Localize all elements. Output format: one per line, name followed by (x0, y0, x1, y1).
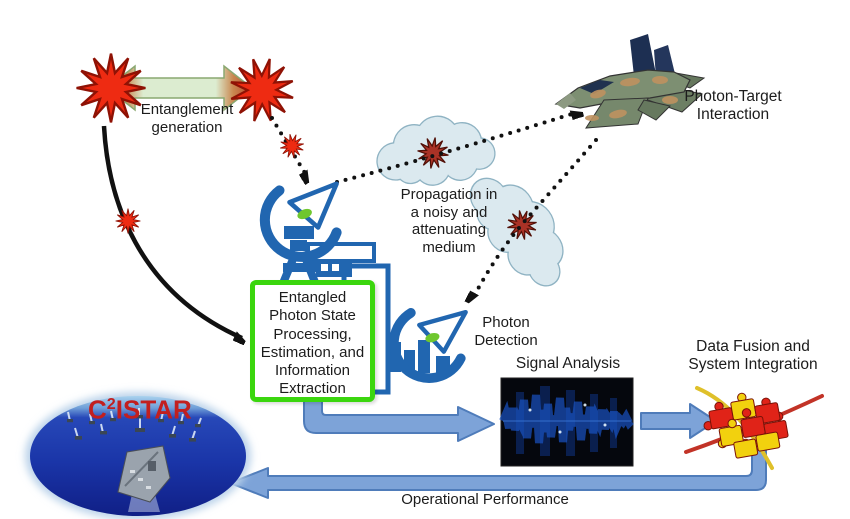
dotted-path-icon (335, 110, 578, 184)
signal-analysis-label: Signal Analysis (515, 355, 621, 372)
processing-box: Entangled Photon State Processing, Estim… (250, 280, 375, 402)
c2istar-label: C2ISTAR (88, 394, 192, 425)
flow-arrow-icon (303, 395, 495, 442)
fighter-jet-icon (554, 34, 706, 129)
c2istar-superscript: 2 (106, 395, 116, 413)
entanglement-generation-label: Entanglement generation (140, 101, 234, 136)
puzzle-icon (684, 386, 824, 470)
dotted-path-icon (472, 138, 598, 300)
fleet-icon (25, 392, 251, 519)
waveform-icon (501, 377, 633, 467)
operational-performance-label: Operational Performance (401, 491, 569, 508)
processing-box-label: Entangled Photon State Processing, Estim… (260, 289, 365, 398)
photon-path-curve (101, 125, 242, 338)
feedback-arrow-icon (229, 449, 767, 499)
data-fusion-label: Data Fusion and System Integration (688, 338, 818, 374)
flow-arrow-icon (640, 403, 717, 439)
photon-detection-label: Photon Detection (474, 314, 538, 349)
ground-dish-icon (390, 305, 465, 381)
dotted-path-icon (270, 116, 308, 178)
photon-target-interaction-label: Photon-Target Interaction (684, 88, 782, 124)
propagation-medium-label: Propagation in a noisy and attenuating m… (400, 186, 498, 257)
